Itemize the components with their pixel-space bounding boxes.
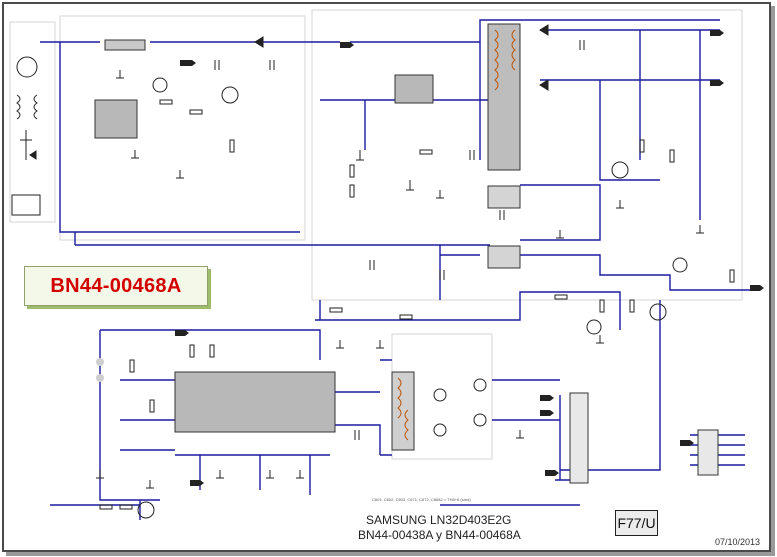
- optocoupler-1: [487, 185, 521, 209]
- input-connector: [11, 56, 41, 216]
- pfc-controller-ic: [94, 99, 138, 139]
- inverter-transformer: [391, 371, 415, 451]
- footnote: C601, C602, C603, C671, C672, C6682 = TH…: [372, 497, 471, 502]
- date-stamp: 07/10/2013: [715, 537, 761, 547]
- part-number-box: BN44-00468A: [24, 266, 208, 306]
- transformers: [391, 23, 521, 451]
- part-number: BN44-00468A: [50, 274, 182, 297]
- output-connector: [569, 392, 589, 484]
- frame-shadow-bottom: [6, 552, 775, 556]
- ic-chips: [94, 39, 719, 484]
- components-small: [29, 24, 735, 519]
- pwm-controller-ic: [394, 74, 434, 104]
- boards-line: BN44-00438A y BN44-00468A: [358, 528, 521, 542]
- optocoupler-2: [487, 245, 521, 269]
- frame-shadow-right: [771, 6, 775, 554]
- small-connector: [697, 429, 719, 476]
- main-transformer: [487, 23, 521, 171]
- model-line: SAMSUNG LN32D403E2G: [366, 513, 512, 527]
- main-controller-ic: [174, 371, 336, 433]
- margin-dots: [96, 358, 104, 382]
- code-badge: F77/U: [615, 510, 658, 536]
